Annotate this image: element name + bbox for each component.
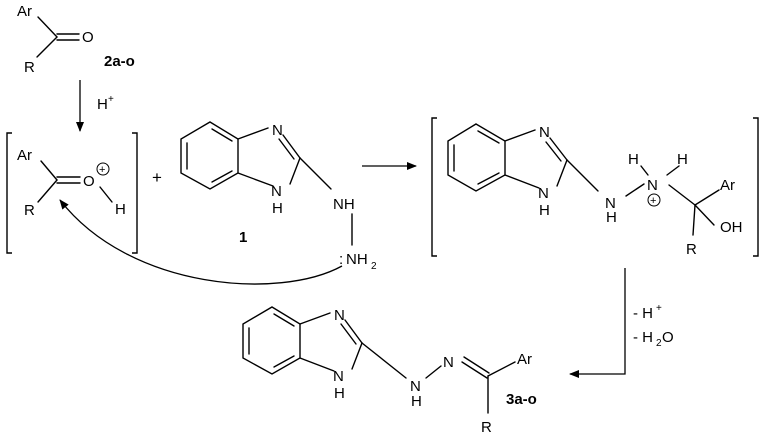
hydrazine-atom-nh2: NH	[346, 251, 368, 268]
tetrahedral-intermediate: N N H N H N H H + Ar OH R	[431, 117, 759, 258]
protonated-atom-r: R	[24, 202, 35, 219]
intermediate-atom-h-ring: H	[539, 202, 550, 219]
nucleophilic-attack-arrow	[59, 199, 343, 285]
acid-catalyst-label: H +	[97, 94, 114, 113]
intermediate-atom-r: R	[686, 241, 697, 258]
product-atom-r: R	[481, 419, 492, 434]
intermediate-atom-h-top-left: H	[628, 151, 639, 168]
elimination-line2-subscript: 2	[656, 338, 662, 349]
product-atom-nh-ring: N	[333, 368, 344, 385]
hydrazine-lone-pair: :	[339, 251, 343, 268]
product-atom-n-chain: N	[410, 378, 421, 395]
acid-h: H	[97, 96, 108, 113]
elimination-line1-charge: +	[656, 303, 662, 314]
ammonium-charge: +	[650, 195, 656, 207]
elimination-arrow	[569, 268, 626, 378]
protonated-carbonyl: Ar O + H R	[6, 132, 138, 254]
intermediate-atom-nh-ring: N	[538, 185, 549, 202]
product-atom-n: N	[334, 307, 345, 324]
intermediate-atom-n: N	[539, 124, 550, 141]
elimination-labels: - H + - H 2 O	[633, 303, 674, 349]
product-atom-ar: Ar	[517, 351, 532, 368]
intermediate-atom-ar: Ar	[720, 177, 735, 194]
ammonium-charge-circle	[647, 193, 661, 207]
hydrazine-reactant: N N H NH : NH 2 1	[180, 121, 377, 272]
elimination-line1: - H	[633, 305, 653, 322]
ketone-reactant: Ar O R 2a-o	[17, 3, 135, 76]
compound-label-3a-o: 3a-o	[506, 391, 537, 408]
hydrazine-atom-h-ring: H	[272, 200, 283, 217]
plus-sign: +	[152, 168, 162, 187]
product-atom-n-imine: N	[443, 354, 454, 371]
oxonium-charge: +	[99, 164, 105, 176]
intermediate-atom-n-plus: N	[647, 177, 658, 194]
ketone-atom-o: O	[82, 29, 94, 46]
hydrazine-nh2-subscript: 2	[371, 261, 377, 272]
hydrazine-atom-nh-ring: N	[271, 183, 282, 200]
ketone-atom-r: R	[24, 59, 35, 76]
intermediate-atom-n-chain: N	[605, 195, 616, 212]
hydrazine-atom-nh-chain: NH	[333, 196, 355, 213]
compound-label-1: 1	[239, 229, 247, 246]
elimination-line2: - H	[633, 329, 653, 346]
ketone-atom-ar: Ar	[17, 3, 32, 20]
protonated-atom-o: O	[83, 173, 95, 190]
protonated-atom-ar: Ar	[17, 147, 32, 164]
product-hydrazone: N N H N H N Ar R 3a-o	[242, 306, 537, 434]
intermediate-atom-h-top-right: H	[677, 151, 688, 168]
product-atom-h-ring: H	[334, 385, 345, 402]
product-atom-h-chain: H	[411, 393, 422, 410]
compound-label-2a-o: 2a-o	[104, 53, 135, 70]
hydrazine-atom-n: N	[272, 122, 283, 139]
oxonium-charge-circle	[96, 162, 110, 176]
acid-charge: +	[108, 94, 114, 105]
intermediate-atom-h-chain: H	[606, 209, 617, 226]
protonated-atom-h: H	[115, 201, 126, 218]
elimination-line2-suffix: O	[662, 329, 674, 346]
intermediate-atom-oh: OH	[720, 219, 743, 236]
